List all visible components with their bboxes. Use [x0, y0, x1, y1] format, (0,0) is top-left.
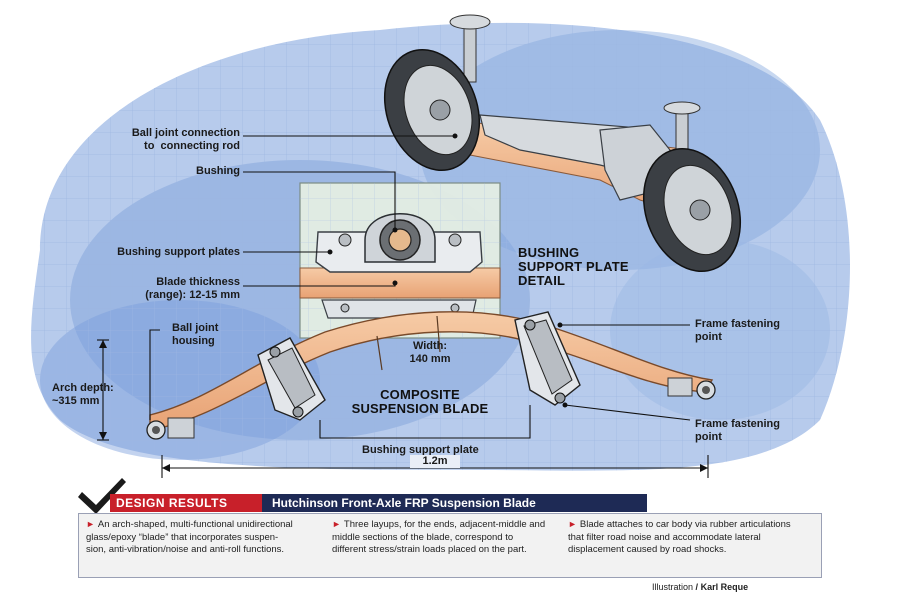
design-results-box — [78, 513, 822, 578]
front-axle-assembly — [383, 14, 742, 273]
bushing-support-plate-label: Bushing support plate — [362, 444, 479, 456]
blade-thickness-label: Blade thickness (range): 12-15 mm — [145, 276, 240, 301]
result-bullet-3: ►Blade attaches to car body via rubber a… — [568, 519, 791, 555]
frame-fastening-point-top-label: Frame fastening point — [695, 318, 780, 343]
ball-joint-connection-label: Ball joint connection to connecting rod — [131, 127, 240, 152]
illustration-credit: Illustration / Karl Reque — [652, 582, 749, 592]
bushing-detail-inset — [299, 182, 501, 339]
frame-fastening-point-bottom-label: Frame fastening point — [695, 418, 780, 443]
arch-depth-label: Arch depth: ~315 mm — [52, 382, 114, 407]
composite-suspension-blade — [146, 311, 716, 440]
result-bullet-2: ►Three layups, for the ends, adjacent-mi… — [332, 519, 546, 555]
detail-title: BUSHING SUPPORT PLATE DETAIL — [518, 245, 629, 288]
leader-dots — [327, 133, 568, 408]
bushing-label: Bushing — [196, 165, 240, 177]
bushing-support-plates-label: Bushing support plates — [117, 246, 240, 258]
bullet-arrow-icon: ► — [86, 519, 95, 529]
composite-blade-title: COMPOSITE SUSPENSION BLADE — [351, 387, 489, 416]
checkmark-icon — [78, 478, 126, 514]
bullet-arrow-icon: ► — [568, 519, 577, 529]
leader-lines — [97, 135, 709, 478]
result-bullet-1: ►An arch-shaped, multi-functional unidir… — [86, 519, 293, 555]
design-results-subtitle: Hutchinson Front-Axle FRP Suspension Bla… — [262, 494, 647, 512]
bullet-arrow-icon: ► — [332, 519, 341, 529]
ball-joint-housing-label: Ball joint housing — [172, 322, 219, 347]
length-label: 1.2m — [410, 455, 460, 468]
dimension-arrows — [99, 340, 708, 472]
width-label: Width: 140 mm — [409, 340, 451, 365]
design-results-tag: DESIGN RESULTS — [110, 494, 264, 512]
